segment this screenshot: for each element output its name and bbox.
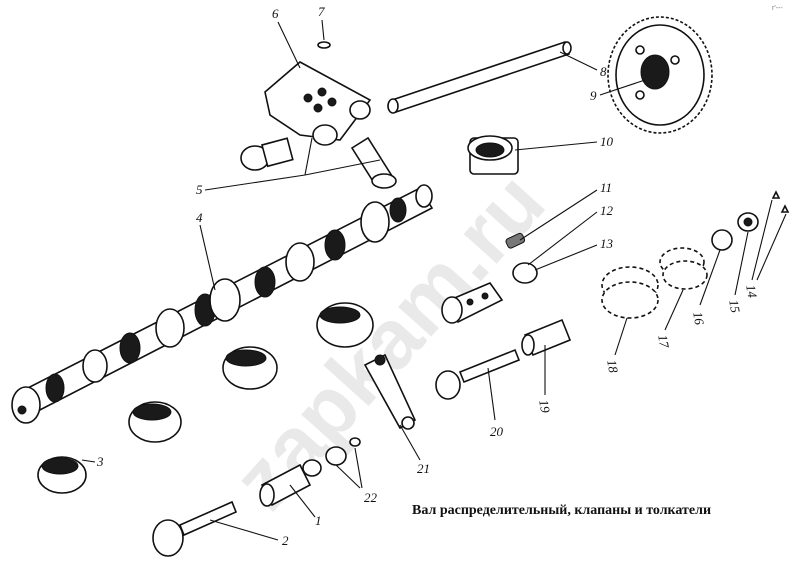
exhaust-valve xyxy=(435,348,521,400)
seal-ring xyxy=(302,459,322,477)
label-1: 1 xyxy=(315,513,322,528)
label-11: 11 xyxy=(600,180,612,195)
camshaft-bushing xyxy=(128,401,182,443)
label-10: 10 xyxy=(600,134,614,149)
label-7: 7 xyxy=(318,4,325,19)
label-5: 5 xyxy=(196,182,203,197)
spring-washer xyxy=(711,229,733,251)
label-17: 17 xyxy=(655,334,672,350)
intake-valve-guide xyxy=(259,463,312,507)
diagram-caption: Вал распределительный, клапаны и толкате… xyxy=(412,503,711,518)
tappet xyxy=(441,282,504,324)
outer-valve-spring xyxy=(601,266,659,319)
label-20: 20 xyxy=(490,424,504,439)
valve-keys xyxy=(771,190,790,213)
label-13: 13 xyxy=(600,236,614,251)
small-spring xyxy=(505,232,526,249)
plug xyxy=(512,262,538,284)
camshaft-gear xyxy=(607,16,713,134)
label-12: 12 xyxy=(600,203,614,218)
label-21: 21 xyxy=(417,461,430,476)
rocker-shaft xyxy=(387,40,572,114)
label-22: 22 xyxy=(364,490,378,505)
label-18: 18 xyxy=(604,359,621,375)
label-4: 4 xyxy=(196,210,203,225)
corner-mark: r'--- xyxy=(772,5,783,12)
label-2: 2 xyxy=(282,533,289,548)
label-8: 8 xyxy=(600,64,607,79)
label-19: 19 xyxy=(536,399,553,415)
leader-lines xyxy=(81,19,787,541)
inner-valve-spring xyxy=(659,247,708,290)
intake-valve xyxy=(152,500,238,557)
valve-guide xyxy=(521,318,572,357)
keeper xyxy=(349,437,361,447)
label-6: 6 xyxy=(272,6,279,21)
spring-cap xyxy=(737,212,759,232)
rocker-arm xyxy=(363,353,417,430)
camshaft-bushing xyxy=(316,302,374,348)
label-3: 3 xyxy=(96,454,104,469)
rocker-shaft-pin xyxy=(240,137,294,171)
seal-cup xyxy=(325,446,347,466)
label-16: 16 xyxy=(690,311,707,327)
label-14: 14 xyxy=(743,284,760,300)
part-labels: 1 2 3 4 5 6 7 8 9 10 11 12 13 14 15 16 1… xyxy=(96,4,760,548)
camshaft-bushing-3 xyxy=(37,456,87,494)
pushrod-sleeve xyxy=(350,136,397,189)
label-9: 9 xyxy=(590,88,597,103)
rocker-bracket xyxy=(264,61,372,146)
camshaft xyxy=(11,184,434,424)
label-15: 15 xyxy=(726,299,743,315)
bushing xyxy=(467,135,519,175)
washer xyxy=(317,41,331,49)
camshaft-bushing xyxy=(222,346,278,390)
